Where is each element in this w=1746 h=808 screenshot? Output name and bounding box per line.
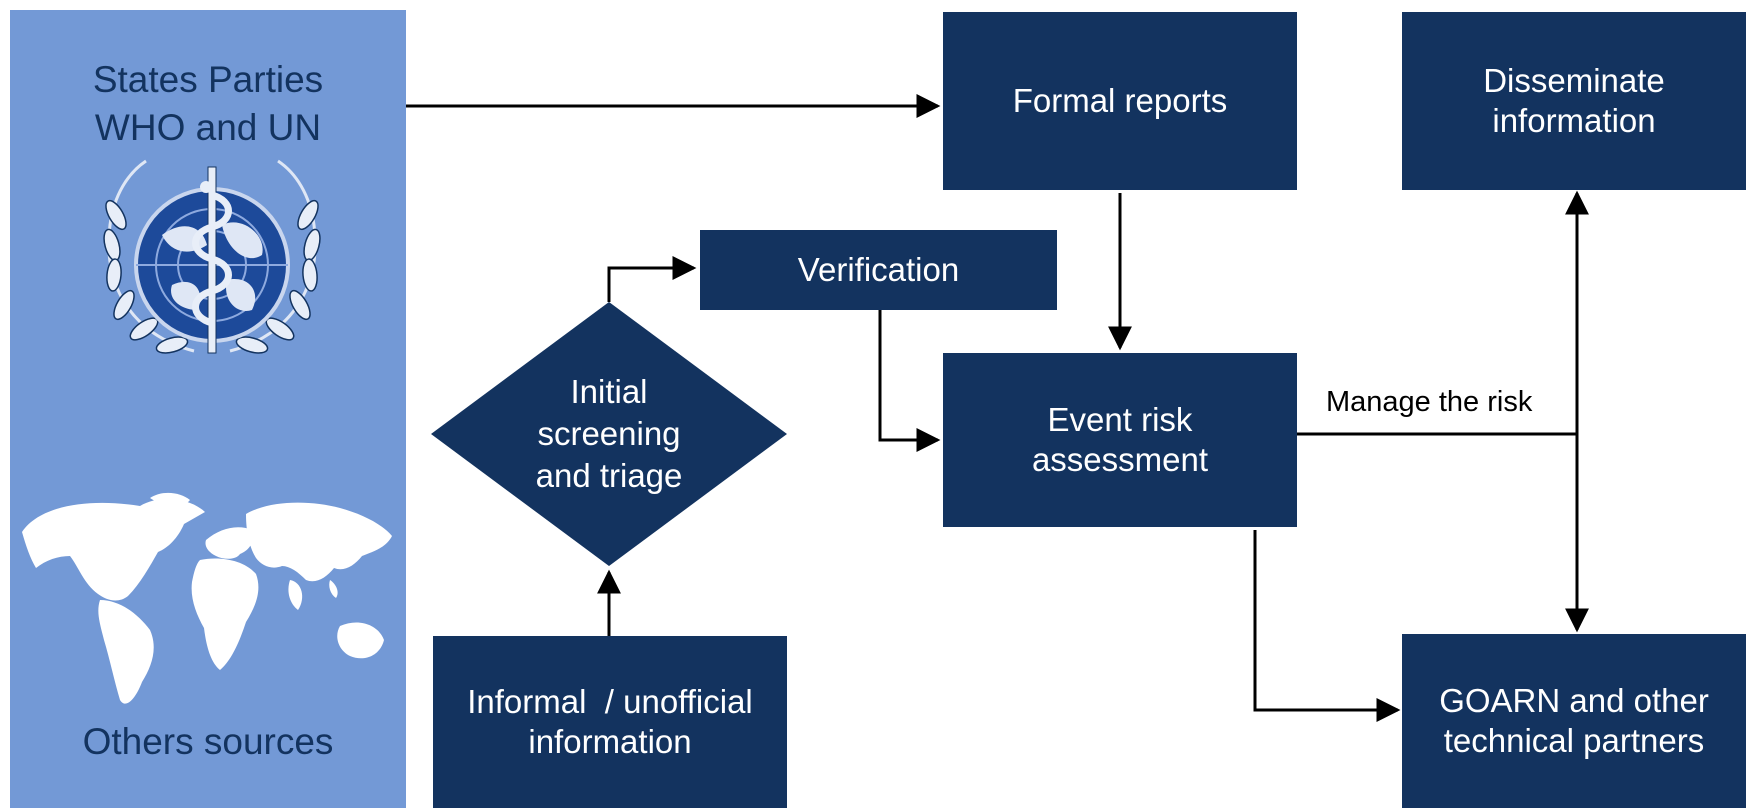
node-formal-reports-line-1: Formal reports [1012, 82, 1228, 119]
node-disseminate-line-2: information [1492, 102, 1656, 139]
edge-screening-to-verification [607, 256, 697, 302]
edge-verification-to-event-risk [878, 310, 941, 452]
node-disseminate-line-1: Disseminate [1483, 62, 1665, 99]
node-informal-line-1: Informal / unofficial [467, 683, 753, 720]
node-disseminate-information[interactable]: Disseminate information [1402, 12, 1746, 190]
sources-panel [10, 10, 406, 808]
node-informal-line-2: information [528, 723, 692, 760]
node-screening-line-3: and triage [535, 457, 683, 494]
node-informal-information[interactable]: Informal / unofficial information [433, 636, 787, 808]
manage-risk-label: Manage the risk [1326, 386, 1533, 418]
node-screening-line-2: screening [537, 415, 681, 452]
node-event-risk-assessment[interactable]: Event risk assessment [943, 353, 1297, 527]
official-sources-line-2: WHO and UN [94, 107, 322, 148]
node-formal-reports[interactable]: Formal reports [943, 12, 1297, 190]
node-goarn-line-1: GOARN and other [1439, 682, 1709, 719]
official-sources-line-1: States Parties [92, 59, 324, 100]
node-goarn-partners[interactable]: GOARN and other technical partners [1402, 634, 1746, 808]
node-event-risk-line-2: assessment [1031, 441, 1209, 478]
node-screening-shape [431, 302, 787, 566]
who-emblem-icon [103, 159, 321, 354]
node-screening-line-1: Initial [570, 373, 648, 410]
other-sources-label: Others sources [82, 721, 334, 762]
node-goarn-line-2: technical partners [1443, 722, 1705, 759]
world-map-icon [22, 492, 392, 704]
edge-event-risk-to-goarn [1253, 530, 1401, 722]
node-verification[interactable]: Verification [700, 230, 1057, 310]
node-verification-line-1: Verification [797, 251, 960, 288]
node-screening[interactable]: Initial screening and triage [489, 371, 729, 497]
official-sources-label: States Parties WHO and UN [10, 56, 406, 152]
edges [406, 94, 1589, 722]
node-event-risk-line-1: Event risk [1047, 401, 1193, 438]
